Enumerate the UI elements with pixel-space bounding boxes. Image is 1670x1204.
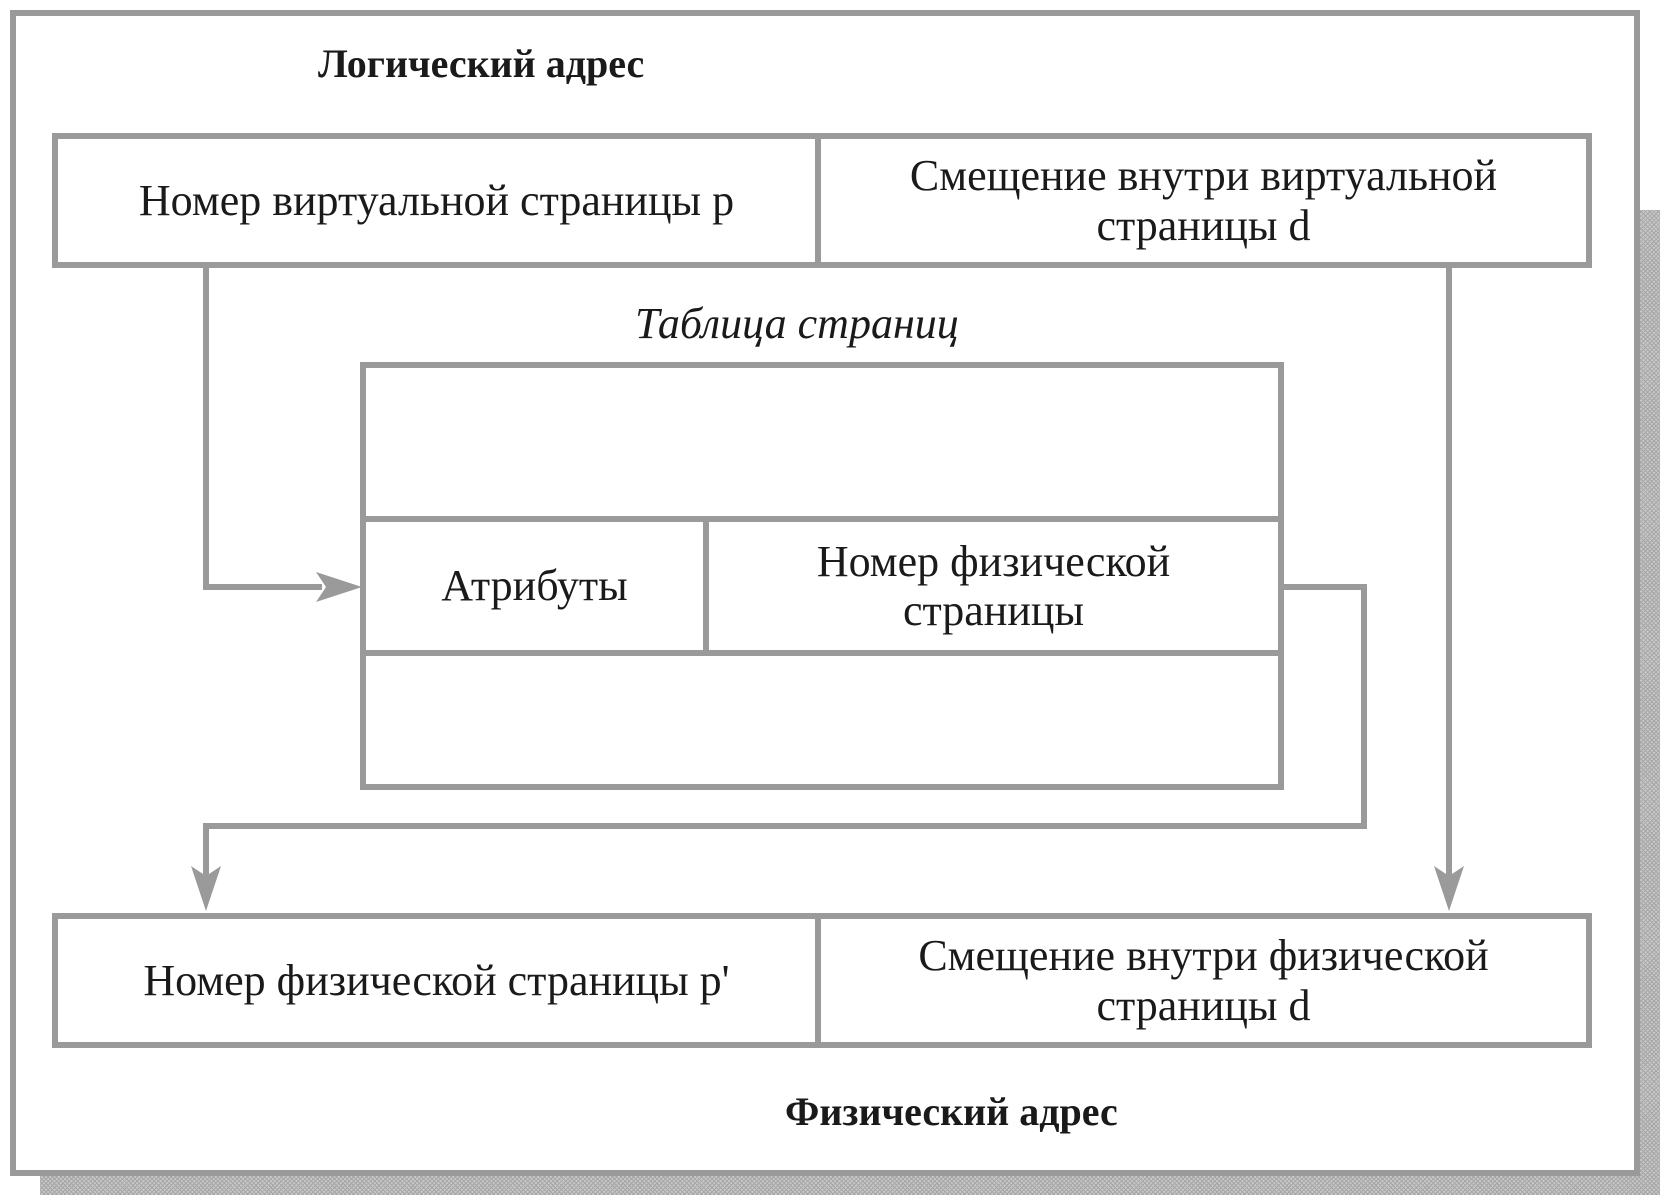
page-table-column-divider [703, 516, 709, 656]
logical-address-register [52, 133, 1592, 268]
physical-offset-label-line1: Смещение внутри физической [918, 931, 1489, 981]
arrowhead-down-left [191, 866, 221, 911]
page-table-frame-number-line1: Номер физической [816, 536, 1171, 586]
arrowhead-down-right [1434, 866, 1464, 911]
physical-address-register [52, 913, 1592, 1048]
page-table-attributes-cell: Атрибуты [366, 522, 703, 650]
page-table-attributes-label: Атрибуты [441, 561, 628, 611]
frame-number-to-physical-connector [203, 584, 1367, 878]
page-table [360, 362, 1284, 790]
logical-address-divider [815, 133, 821, 268]
physical-page-number-label: Номер физической страницы p' [143, 955, 730, 1005]
page-number-to-table-connector [203, 268, 322, 590]
virtual-offset-label-line2: страницы d [1096, 200, 1311, 250]
virtual-page-number-cell: Номер виртуальной страницы p [58, 139, 815, 262]
virtual-offset-label-line1: Смещение внутри виртуальной [909, 151, 1498, 201]
page-table-row-divider-bottom [360, 650, 1284, 656]
page-table-row-divider-top [360, 516, 1284, 522]
page-table-frame-number-cell: Номер физической страницы [709, 522, 1278, 650]
virtual-offset-cell: Смещение внутри виртуальной страницы d [821, 139, 1586, 262]
physical-address-title: Физический адрес [785, 1089, 1118, 1134]
page-table-title: Таблица страниц [635, 299, 959, 348]
arrowhead-right [316, 572, 362, 602]
virtual-page-number-label: Номер виртуальной страницы p [138, 175, 735, 225]
logical-address-title: Логический адрес [318, 41, 645, 86]
physical-offset-label-line2: страницы d [1096, 980, 1311, 1030]
physical-page-number-cell: Номер физической страницы p' [58, 919, 815, 1042]
physical-offset-cell: Смещение внутри физической страницы d [821, 919, 1586, 1042]
physical-address-divider [815, 913, 821, 1048]
page-table-frame-number-line2: страницы [902, 586, 1085, 635]
